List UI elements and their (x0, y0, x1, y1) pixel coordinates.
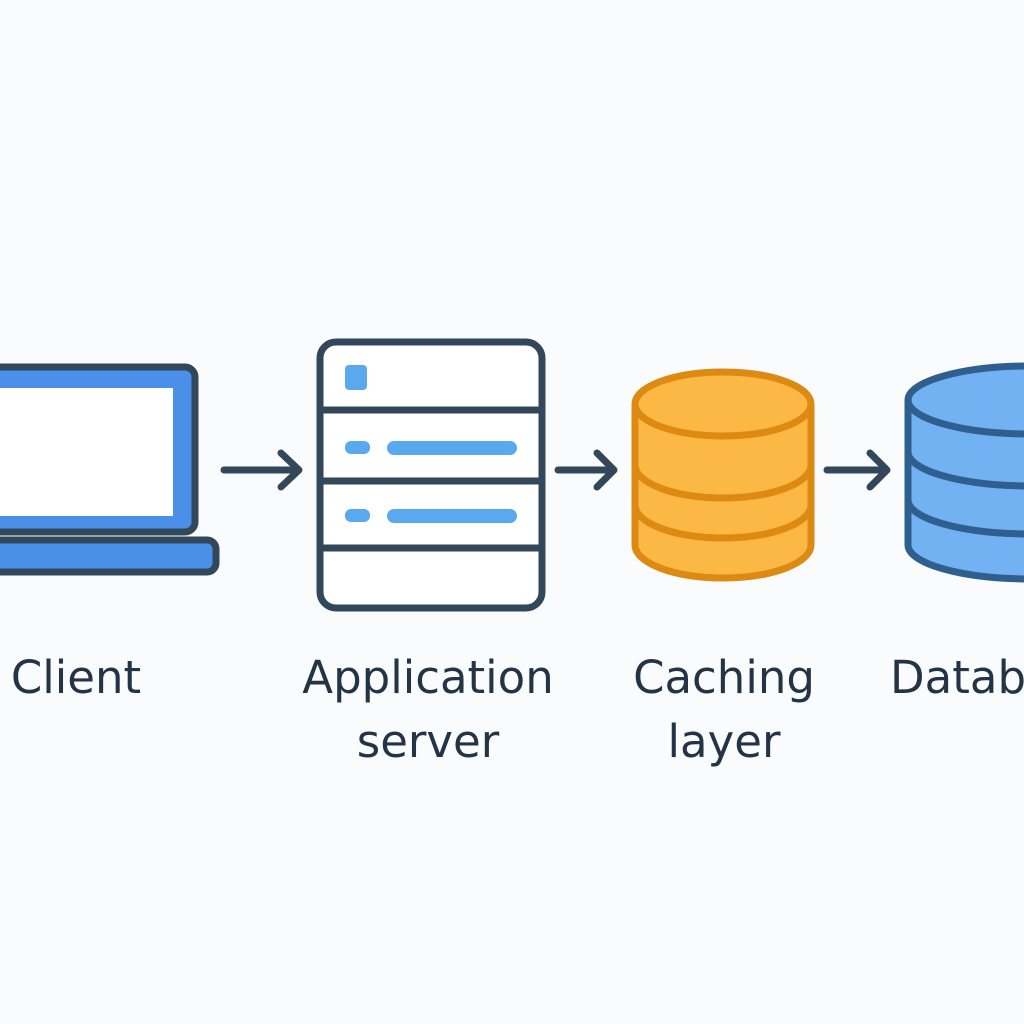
server-indicator (345, 441, 370, 454)
laptop-icon (0, 363, 220, 576)
arrow-head (593, 449, 618, 491)
database-cylinder-top (904, 362, 1024, 438)
cache-label-line: layer (667, 715, 781, 768)
server-icon (316, 338, 546, 612)
laptop-base (0, 536, 220, 576)
client-label-line: Client (10, 651, 142, 704)
arrow-head (866, 449, 891, 491)
cache-label-line: Caching (633, 651, 815, 704)
cache-cylinder-top (631, 368, 815, 440)
database-icon (904, 362, 1024, 583)
database-icon (631, 368, 815, 582)
arrow-right-icon (554, 449, 618, 491)
server-indicator (345, 509, 370, 522)
client-label: Client (0, 646, 152, 710)
app-server-label-line: Application (302, 651, 554, 704)
cache-label: Caching layer (614, 646, 834, 774)
database-label: Datab (890, 646, 1024, 710)
arrow-right-icon (220, 449, 303, 491)
database-label-line: Datab (890, 651, 1024, 704)
server-indicator (345, 365, 367, 390)
app-server-label: Application server (278, 646, 578, 774)
arrow-head (277, 449, 303, 491)
cache-band (631, 464, 815, 502)
server-slot (387, 441, 517, 455)
laptop-screen-display (0, 388, 173, 516)
cache-band (631, 504, 815, 542)
app-server-label-line: server (356, 715, 500, 768)
database-band (904, 451, 1024, 490)
server-slot (387, 509, 517, 523)
database-band (904, 499, 1024, 538)
arrow-right-icon (823, 449, 891, 491)
